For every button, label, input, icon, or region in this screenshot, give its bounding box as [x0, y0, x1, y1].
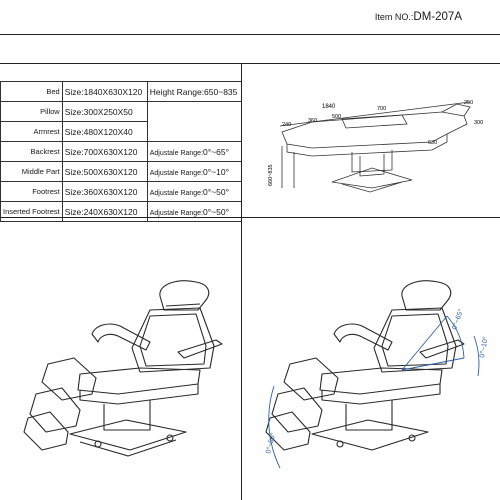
spec-row: Pillow Size:300X250X50	[0, 101, 242, 122]
part-name: Middle Part	[0, 161, 63, 182]
size-label: Size:	[64, 186, 84, 197]
spec-table: Bed Size:1840X630X120 Height Range:650~8…	[0, 81, 241, 222]
dim-segment-360: 360	[308, 118, 317, 124]
size-value: 1840X630X120	[83, 86, 143, 97]
size-value: 300X250X50	[83, 106, 133, 117]
center-divider	[241, 63, 242, 500]
chair-illustration-right: 0°~65° 0°~10° 0°~50°	[264, 280, 490, 469]
extra-cell: Adjustale Range:0°~50°	[147, 201, 241, 222]
extra-label: Height Range:	[149, 86, 205, 97]
size-value: 480X120X40	[83, 126, 133, 137]
chair-illustration-left	[23, 280, 223, 457]
part-name: Footrest	[0, 181, 63, 202]
dim-segment-700: 700	[377, 106, 386, 112]
item-number-label: Item NO.:	[374, 12, 414, 22]
dim-height: 660~835	[268, 164, 274, 186]
dim-width: 630	[428, 140, 437, 146]
spec-row: Backrest Size:700X630X120 Adjustale Rang…	[0, 141, 241, 162]
extra-cell	[147, 122, 241, 142]
extra-value: 0°~50°	[203, 206, 229, 217]
size-label: Size:	[64, 166, 84, 177]
extra-label: Adjustale Range:	[149, 209, 204, 217]
item-number: Item NO.:DM-207A	[375, 11, 462, 23]
size-cell: Size:240X630X120	[61, 201, 148, 222]
dim-segment-240: 240	[282, 122, 291, 128]
extra-label: Adjustale Range:	[149, 149, 204, 157]
size-value: 700X630X120	[83, 146, 138, 157]
size-label: Size:	[64, 106, 84, 117]
part-name: Armrest	[0, 121, 63, 142]
extra-value: 0°~50°	[203, 186, 229, 197]
dim-overall: 1840	[322, 104, 336, 110]
size-value: 360X630X120	[83, 186, 138, 197]
size-label: Size:	[64, 146, 84, 157]
extra-value: 0°~65°	[203, 146, 229, 157]
extra-cell: Adjustale Range:0°~50°	[147, 181, 241, 202]
extra-cell: Adjustale Range:0°~10°	[147, 161, 241, 182]
spec-row: Footrest Size:360X630X120 Adjustale Rang…	[0, 181, 241, 202]
spec-row: Inserted Footrest Size:240X630X120 Adjus…	[0, 201, 241, 222]
dim-headrest: 300	[474, 120, 483, 126]
part-name: Bed	[0, 81, 63, 102]
angle-middle: 0°~10°	[478, 336, 490, 359]
spec-row: Middle Part Size:500X630X120 Adjustale R…	[0, 161, 241, 182]
dim-pillow: 250	[464, 100, 473, 106]
size-label: Size:	[64, 86, 84, 97]
angle-backrest: 0°~65°	[450, 308, 465, 331]
extra-cell	[147, 102, 241, 122]
header-divider	[0, 34, 500, 35]
spec-row: Bed Size:1840X630X120 Height Range:650~8…	[0, 81, 241, 102]
angle-footrest: 0°~50°	[264, 432, 277, 455]
part-name: Backrest	[0, 141, 63, 162]
part-name: Pillow	[0, 101, 63, 122]
extra-value: 0°~10°	[203, 166, 229, 177]
extra-cell: Adjustale Range:0°~65°	[147, 141, 241, 162]
extra-label: Adjustale Range:	[149, 169, 204, 177]
size-cell: Size:700X630X120	[61, 141, 148, 162]
size-value: 500X630X120	[83, 166, 138, 177]
header-band-divider	[0, 63, 500, 64]
extra-cell: Height Range:650~835	[147, 81, 241, 102]
dimension-drawing: 1840 240 360 500 700 250 300 630 660~835	[268, 100, 483, 193]
size-cell: Size:1840X630X120	[61, 81, 148, 102]
size-cell: Size:300X250X50	[61, 101, 148, 122]
size-cell: Size:500X630X120	[61, 161, 148, 182]
part-name: Inserted Footrest	[0, 201, 63, 222]
extra-value: 650~835	[204, 86, 238, 97]
spec-row: Armrest Size:480X120X40	[0, 121, 242, 142]
size-label: Size:	[64, 206, 84, 217]
size-label: Size:	[64, 126, 84, 137]
item-number-value: DM-207A	[413, 11, 462, 23]
size-cell: Size:480X120X40	[61, 121, 148, 142]
extra-label: Adjustale Range:	[149, 189, 204, 197]
size-value: 240X630X120	[83, 206, 138, 217]
size-cell: Size:360X630X120	[61, 181, 148, 202]
section-divider	[0, 217, 500, 218]
dim-segment-500: 500	[332, 114, 341, 120]
